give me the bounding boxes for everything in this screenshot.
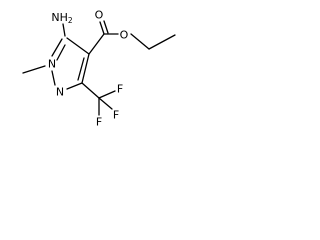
bond-n1-c5-inner [56, 44, 66, 61]
bond-c5-c4 [66, 37, 90, 55]
bond-cf3-f2 [98, 97, 113, 110]
atom-f2-label: F [113, 109, 119, 122]
bond-ether-o-ch2 [130, 33, 150, 50]
bond-c5-nh2 [62, 23, 66, 37]
atom-f3-label: F [96, 116, 102, 129]
bond-c3-n2 [66, 82, 83, 90]
bond-c4-carbonyl [88, 33, 105, 55]
atom-amino-label: NH2 [51, 11, 73, 25]
atom-n2-label: N [56, 86, 64, 99]
bond-n2-n1 [51, 70, 56, 86]
bond-n1-c5 [51, 38, 63, 57]
atom-f1-label: F [117, 83, 123, 96]
bond-c4-c3-inner [77, 57, 85, 81]
atom-n1-label: N [48, 58, 56, 71]
chemical-structure: NH2 N N O O F F F [22, 9, 176, 129]
bond-c3-cf3 [81, 82, 100, 99]
bond-n1-methyl [22, 65, 46, 74]
atom-ether-o-label: O [120, 29, 129, 42]
bond-ch2-ch3 [148, 34, 176, 50]
bond-carbonyl-o-double [103, 20, 109, 34]
bond-cf3-f1 [98, 90, 116, 99]
bond-c4-c3 [81, 53, 90, 84]
atom-carbonyl-o-label: O [95, 9, 104, 22]
bond-carbonyl-o [99, 21, 105, 35]
